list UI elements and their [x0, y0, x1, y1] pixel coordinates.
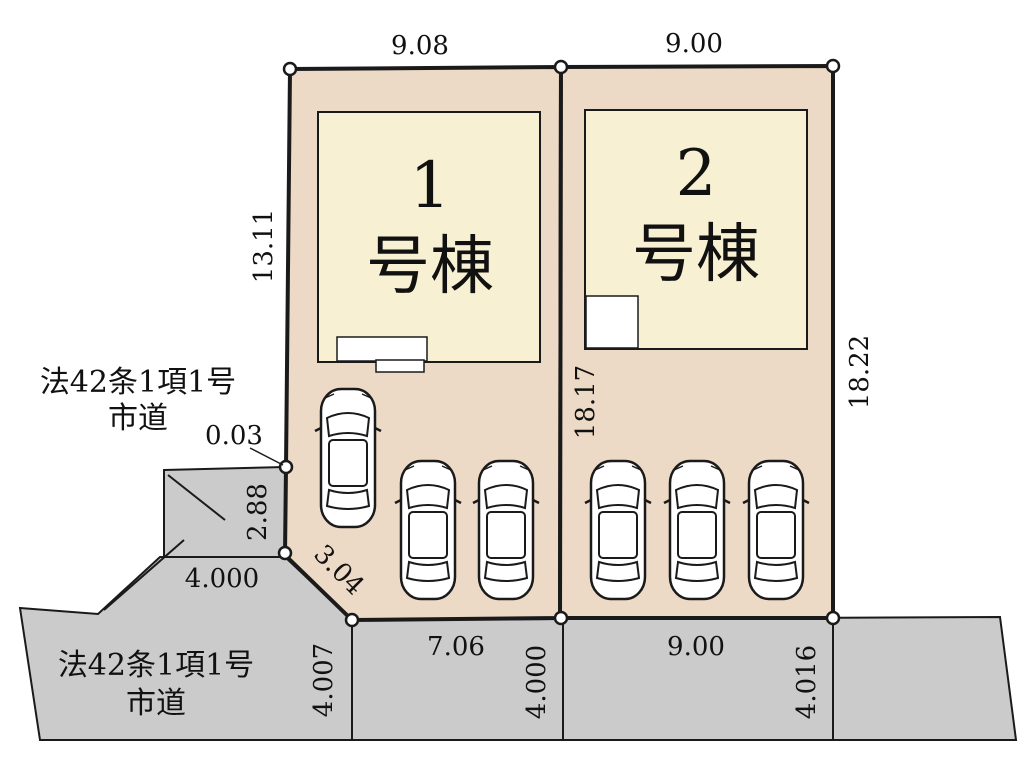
front-road-label-line2: 市道 [126, 686, 186, 721]
dimension-corner-small: 0.03 [205, 421, 263, 451]
car-icon [471, 459, 541, 601]
dimension-side-short: 2.88 [243, 483, 273, 541]
survey-point [344, 612, 360, 628]
car-icon [313, 387, 383, 529]
survey-point [553, 59, 569, 75]
dimension-middle: 18.17 [571, 365, 601, 439]
survey-point [553, 610, 569, 626]
survey-points [277, 58, 841, 628]
building-2-name: 号棟 [632, 218, 760, 292]
car-icon [393, 459, 463, 601]
dimension-side-road-width: 4.000 [185, 564, 259, 594]
car-icon [662, 459, 732, 601]
survey-point [277, 545, 293, 561]
dimension-bottom-lot2: 9.00 [667, 632, 725, 662]
leader-line [249, 447, 284, 466]
car-icon [741, 459, 811, 601]
side-road-label-line1: 法42条1項1号 [40, 365, 236, 400]
dimension-top-lot1: 9.08 [391, 31, 449, 61]
front-road-label-line1: 法42条1項1号 [58, 648, 254, 683]
building-1-footprint [317, 111, 541, 363]
building-1-number: 1 [410, 149, 451, 223]
dimension-bottom-lot1: 7.06 [427, 632, 485, 662]
building-1-name: 号棟 [366, 230, 494, 304]
survey-point [825, 58, 841, 74]
car-icon [583, 459, 653, 601]
dimension-right-lot2: 18.22 [845, 335, 875, 409]
dimension-top-lot2: 9.00 [665, 29, 723, 59]
dimension-left-lot1: 13.11 [249, 209, 279, 283]
road-hatch-line [103, 539, 185, 611]
survey-point [825, 610, 841, 626]
building-2-entrance [585, 295, 639, 349]
survey-point [278, 459, 294, 475]
dimension-road-width-left: 4.007 [309, 643, 339, 717]
building-1-porch [336, 336, 428, 362]
dimension-road-width-right: 4.016 [792, 645, 822, 719]
building-1-step [375, 359, 425, 373]
side-road-label-line2: 市道 [108, 401, 168, 436]
road-hatch-line [167, 474, 226, 521]
survey-point [282, 61, 298, 77]
building-2-number: 2 [676, 137, 717, 211]
dimension-road-width-mid: 4.000 [522, 645, 552, 719]
